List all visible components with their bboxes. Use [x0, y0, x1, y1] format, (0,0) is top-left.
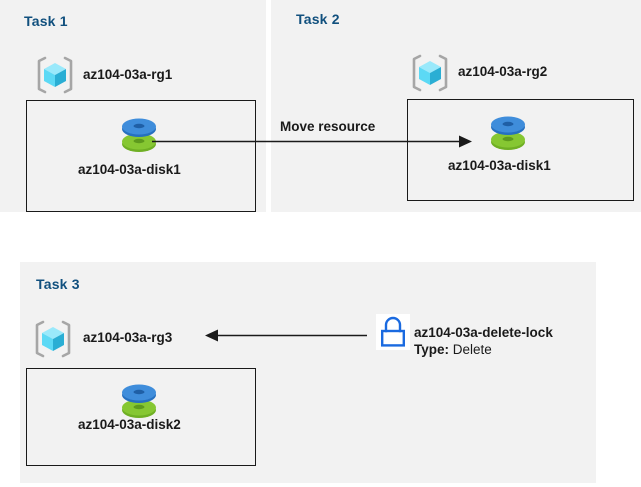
resource-group-icon: [32, 318, 74, 360]
panel-task-3: [20, 262, 596, 483]
panel-task-2: [271, 0, 641, 212]
resource-label-disk1-task2: az104-03a-disk1: [448, 158, 551, 173]
lock-type-value: Delete: [452, 342, 492, 357]
resource-group-label-rg3: az104-03a-rg3: [83, 330, 173, 345]
panel-title-task-3: Task 3: [36, 276, 80, 292]
connector-label-move-resource: Move resource: [280, 119, 376, 134]
resource-group-container-rg3: [26, 368, 256, 466]
lock-name-label: az104-03a-delete-lock: [414, 325, 553, 340]
lock-details: az104-03a-delete-lock Type: Delete: [414, 324, 553, 358]
resource-group-container-rg2: [407, 99, 634, 201]
panel-title-task-2: Task 2: [296, 11, 340, 27]
lock-type-key: Type:: [414, 342, 450, 357]
managed-disk-icon: [116, 112, 162, 156]
resource-group-container-rg1: [26, 100, 256, 212]
lock-icon: [376, 314, 410, 350]
resource-group-icon: [34, 54, 76, 96]
resource-group-label-rg1: az104-03a-rg1: [83, 67, 173, 82]
resource-group-label-rg2: az104-03a-rg2: [458, 64, 548, 79]
resource-group-icon: [409, 52, 451, 94]
lock-type-line: Type: Delete: [414, 341, 553, 358]
resource-label-disk2-task3: az104-03a-disk2: [78, 417, 181, 432]
arrow-right-icon: [152, 130, 474, 154]
resource-label-disk1-task1: az104-03a-disk1: [78, 162, 181, 177]
managed-disk-icon: [116, 378, 162, 422]
panel-title-task-1: Task 1: [24, 13, 68, 29]
panel-task-1: [0, 0, 266, 212]
managed-disk-icon: [485, 110, 531, 154]
arrow-left-icon: [205, 325, 367, 347]
